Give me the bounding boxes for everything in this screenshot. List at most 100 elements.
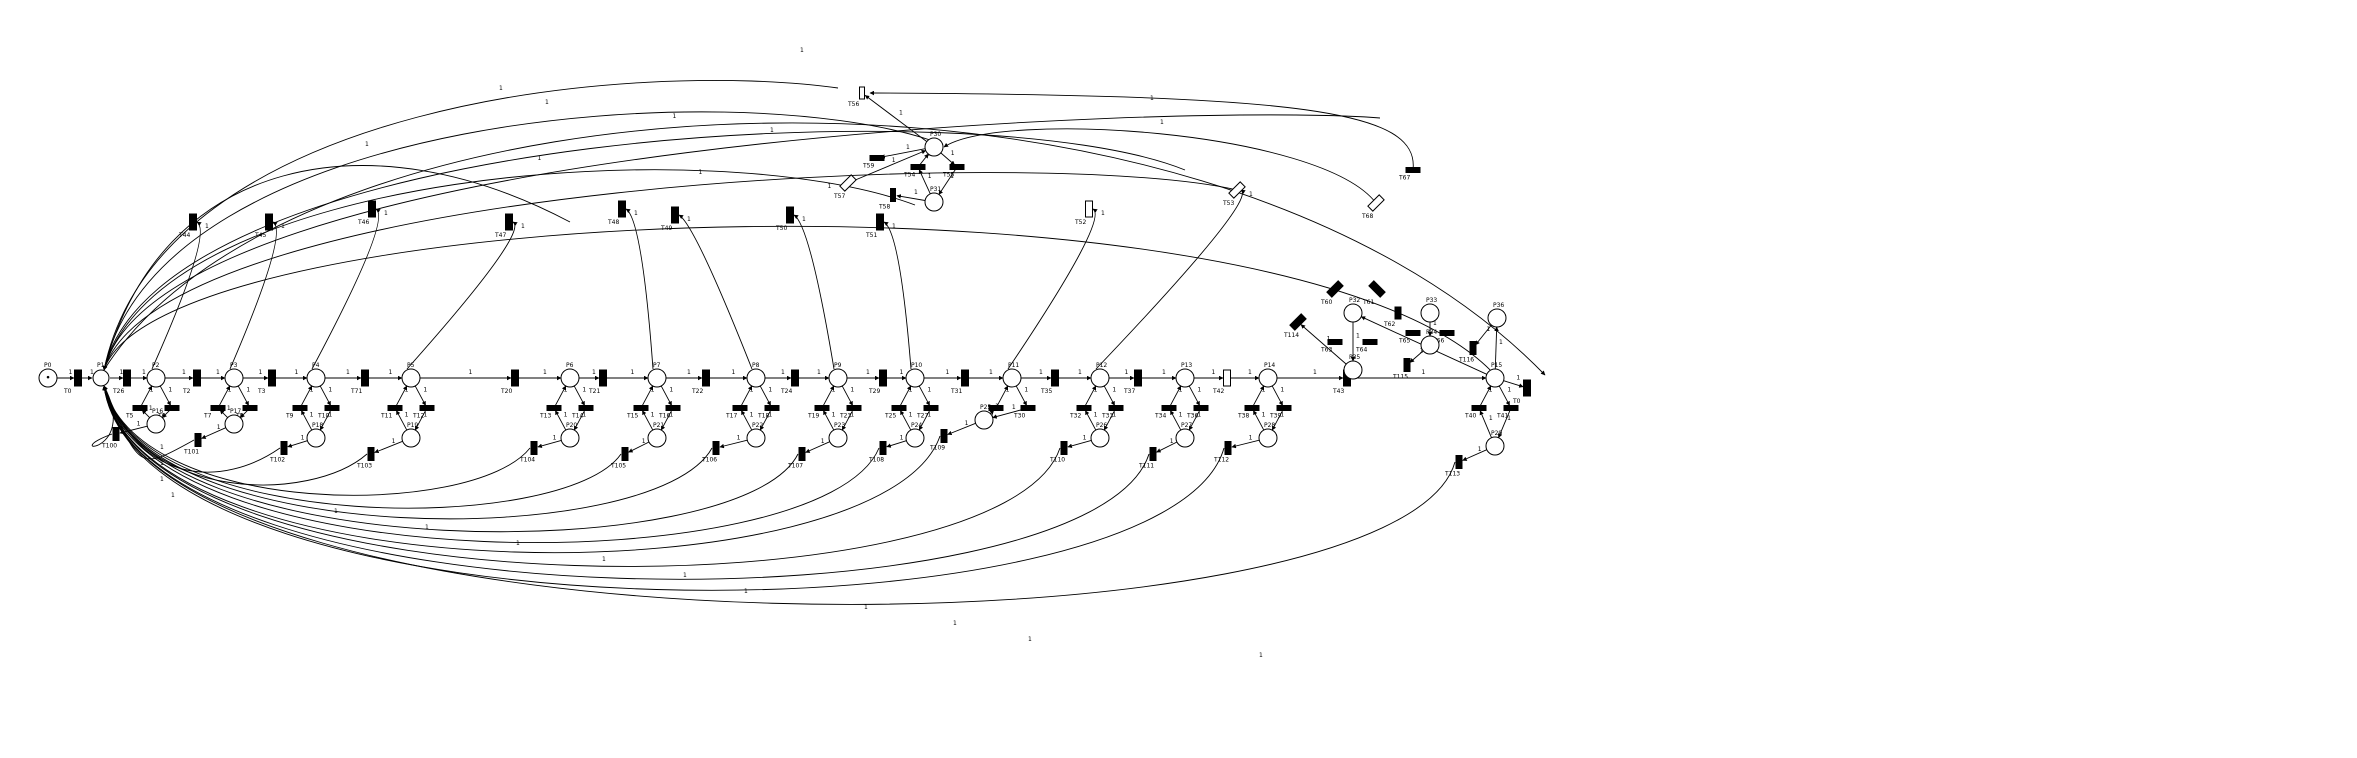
- transition-label: T107: [787, 463, 803, 470]
- arc-weight: 1: [802, 216, 806, 223]
- arc: [102, 79, 839, 371]
- arc-weight: 1: [687, 369, 691, 376]
- place-label: P20: [566, 422, 577, 429]
- transition-label: T22: [691, 388, 703, 395]
- arc-weight: 1: [1028, 636, 1032, 643]
- place: [924, 192, 944, 212]
- arc-weight: 1: [673, 113, 677, 120]
- transition: [511, 369, 519, 387]
- place-label: P13: [1181, 362, 1192, 369]
- transition: [578, 405, 594, 411]
- transition: [210, 405, 226, 411]
- arc-weight: 1: [182, 369, 186, 376]
- arc-weight: 1: [1094, 387, 1098, 394]
- transition: [791, 369, 799, 387]
- place: [401, 368, 421, 388]
- transition: [1149, 447, 1157, 461]
- arc: [997, 385, 1009, 406]
- place-label: P9: [834, 362, 842, 369]
- arc-weight: 1: [334, 508, 338, 515]
- place-label: P15: [1491, 362, 1502, 369]
- arc-weight: 1: [927, 411, 931, 418]
- transition-label: T60: [1320, 299, 1332, 306]
- transition: [949, 164, 965, 170]
- transition-label: T0: [1512, 398, 1521, 405]
- place-label: P27: [1181, 422, 1192, 429]
- transition-label: T100: [101, 443, 117, 450]
- place-label: P18: [312, 422, 323, 429]
- transition: [798, 447, 806, 461]
- transition-label: T47: [494, 232, 506, 239]
- arc-weight: 1: [405, 411, 409, 418]
- arc-weight: 1: [582, 387, 586, 394]
- transition: [961, 369, 969, 387]
- transition: [1368, 280, 1386, 298]
- transition-label: T46: [357, 219, 369, 226]
- transition-label: T33: [1101, 413, 1113, 420]
- transition: [546, 405, 562, 411]
- arc: [141, 409, 150, 418]
- place-label: P0: [44, 362, 52, 369]
- arc: [841, 410, 853, 431]
- arc-weight: 1: [1039, 369, 1043, 376]
- transition: [530, 441, 538, 455]
- transition-label: T34: [1154, 413, 1166, 420]
- transition: [633, 405, 649, 411]
- arc-weight: 1: [543, 369, 547, 376]
- place: [746, 368, 766, 388]
- transition: [1161, 405, 1177, 411]
- arc-weight: 1: [1313, 369, 1317, 376]
- arc-weight: 1: [137, 421, 141, 428]
- arc: [1188, 410, 1200, 431]
- transition: [1327, 339, 1343, 345]
- arc-weight: 1: [423, 387, 427, 394]
- arc: [793, 214, 835, 370]
- transition-label: T64: [1355, 347, 1367, 354]
- place-label: P34: [1426, 329, 1437, 336]
- transition-label: T14: [571, 413, 583, 420]
- transition: [132, 405, 148, 411]
- transition-label: T32: [1069, 413, 1081, 420]
- place-label: P1: [97, 362, 105, 369]
- arc-weight: 1: [850, 411, 854, 418]
- transition: [1134, 369, 1142, 387]
- arc-weight: 1: [750, 411, 754, 418]
- arc-weight: 1: [295, 369, 299, 376]
- arc-weight: 1: [310, 411, 314, 418]
- arc: [1409, 350, 1424, 363]
- transition-label: T65: [1398, 338, 1410, 345]
- arc-weight: 1: [310, 387, 314, 394]
- arc-weight: 1: [1212, 369, 1216, 376]
- transition: [702, 369, 710, 387]
- transition: [1403, 358, 1411, 372]
- place: [306, 428, 326, 448]
- arc: [162, 409, 171, 418]
- place-label: P5: [407, 362, 415, 369]
- arc: [102, 130, 1186, 371]
- arc-weight: 1: [1248, 369, 1252, 376]
- arc: [660, 410, 672, 431]
- place: [746, 428, 766, 448]
- transition-label: T50: [775, 225, 787, 232]
- arc-weight: 1: [160, 460, 164, 467]
- arc-weight: 1: [909, 387, 913, 394]
- arc-weight: 1: [683, 572, 687, 579]
- arc: [947, 422, 976, 436]
- arc: [1253, 410, 1265, 431]
- arc: [678, 214, 753, 370]
- arc-weight: 1: [160, 476, 164, 483]
- arc: [1170, 385, 1182, 406]
- arc: [1497, 410, 1511, 439]
- arc: [374, 440, 403, 454]
- arc: [886, 440, 907, 448]
- transition-label: T44: [178, 232, 190, 239]
- transition: [387, 405, 403, 411]
- arc: [573, 385, 585, 406]
- transition-label: T103: [356, 463, 372, 470]
- arc: [102, 385, 880, 544]
- transition: [1469, 341, 1477, 355]
- arc-weight: 1: [1179, 387, 1183, 394]
- arc: [91, 385, 114, 447]
- place: [224, 414, 244, 434]
- arc-weight: 1: [642, 438, 646, 445]
